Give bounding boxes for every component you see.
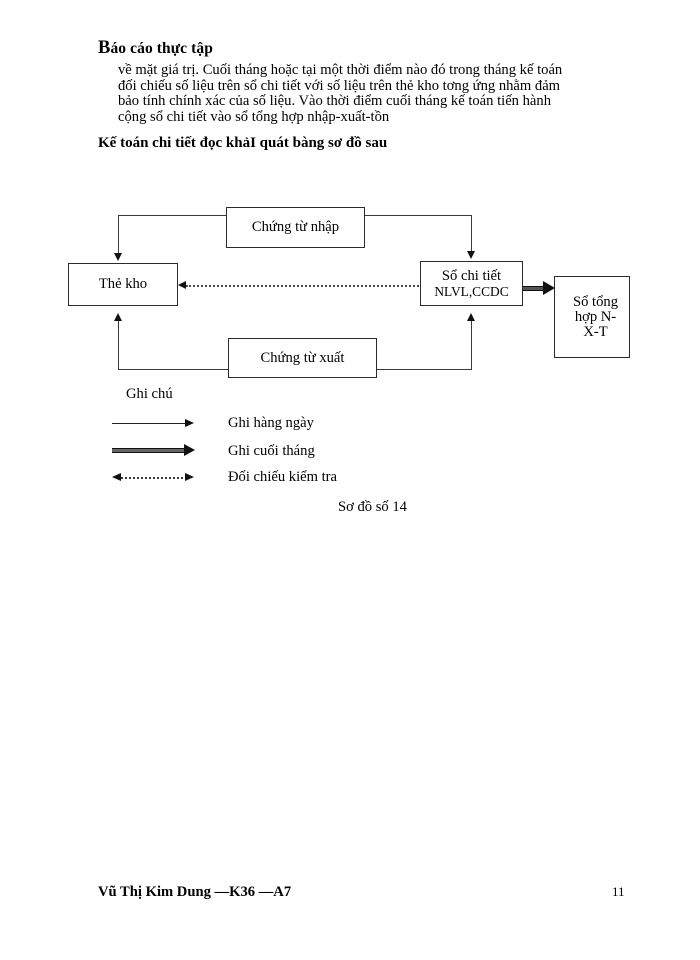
legend-label-reconcile: Đối chiếu kiểm tra — [228, 469, 338, 485]
connector-line — [471, 215, 472, 253]
box-label-line2: hợp N- — [574, 308, 617, 325]
box-label: Chứng từ nhập — [251, 219, 340, 235]
connector-line — [118, 369, 229, 370]
arrow-up-icon — [114, 313, 122, 321]
section-subheading: Kế toán chi tiết đọc khảI quát bàng sơ đ… — [98, 135, 388, 151]
flow-diagram: Chứng từ nhập Thẻ kho Sổ chi tiết NLVL,C… — [68, 207, 630, 378]
connector-line — [118, 320, 119, 370]
connector-line — [118, 215, 119, 255]
arrow-right-icon — [543, 281, 555, 295]
footer-author: Vũ Thị Kim Dung —K36 —A7 — [98, 884, 292, 900]
connector-line — [364, 215, 472, 216]
diagram-box-chung-tu-xuat[interactable]: Chứng từ xuất — [228, 338, 377, 378]
paragraph-line: cộng sổ chi tiết vào sổ tổng hợp nhập-xu… — [118, 108, 390, 125]
box-label-line1: Sổ tổng — [572, 293, 618, 310]
arrow-right-icon — [185, 473, 194, 481]
box-label-line2: NLVL,CCDC — [434, 283, 509, 299]
reconcile-dotted-line — [186, 285, 419, 287]
diagram-box-the-kho[interactable]: Thẻ kho — [68, 263, 178, 306]
arrow-left-icon — [178, 281, 186, 289]
legend-row-monthly — [112, 442, 352, 462]
legend-title: Ghi chú — [126, 386, 173, 402]
box-label-line3: X-T — [583, 323, 608, 340]
title-dropcap: B — [98, 38, 111, 58]
connector-line — [118, 215, 227, 216]
box-label: Thẻ kho — [98, 276, 148, 292]
diagram-box-so-tong-hop[interactable]: Sổ tổng hợp N- X-T — [554, 276, 630, 358]
page-title: Báo cáo thực tập — [98, 38, 213, 59]
connector-line — [471, 320, 472, 370]
diagram-box-so-chi-tiet[interactable]: Sổ chi tiết NLVL,CCDC — [420, 261, 523, 306]
arrow-down-icon — [114, 253, 122, 261]
box-label-line1: Sổ chi tiết — [441, 267, 502, 284]
dotted-line-icon — [121, 477, 183, 479]
connector-line — [376, 369, 472, 370]
arrow-right-icon — [185, 419, 194, 427]
diagram-caption: Sơ đồ số 14 — [338, 499, 407, 515]
legend-label-daily: Ghi hàng ngày — [228, 415, 314, 431]
thick-line-icon — [112, 448, 186, 453]
legend-row-daily — [112, 414, 352, 434]
legend-label-monthly: Ghi cuối tháng — [228, 443, 315, 459]
body-paragraph: về mặt giá trị. Cuối tháng hoặc tại một … — [118, 62, 634, 125]
paragraph-line: về mặt giá trị. Cuối tháng hoặc tại một … — [118, 62, 563, 78]
title-rest: áo cáo thực tập — [110, 40, 213, 57]
paragraph-line: bảo tính chính xác của số liệu. Vào thời… — [118, 93, 551, 110]
monthly-thick-line — [523, 286, 545, 291]
arrow-up-icon — [467, 313, 475, 321]
box-label: Chứng từ xuất — [260, 349, 345, 366]
legend-row-reconcile — [112, 468, 352, 488]
arrow-right-icon — [184, 444, 195, 456]
diagram-box-chung-tu-nhap[interactable]: Chứng từ nhập — [226, 207, 365, 248]
thin-line-icon — [112, 423, 186, 424]
arrow-down-icon — [467, 251, 475, 259]
page-number: 11 — [612, 884, 625, 899]
arrow-left-icon — [112, 473, 121, 481]
paragraph-line: đối chiếu số liệu trên sổ chi tiết với s… — [118, 77, 561, 94]
